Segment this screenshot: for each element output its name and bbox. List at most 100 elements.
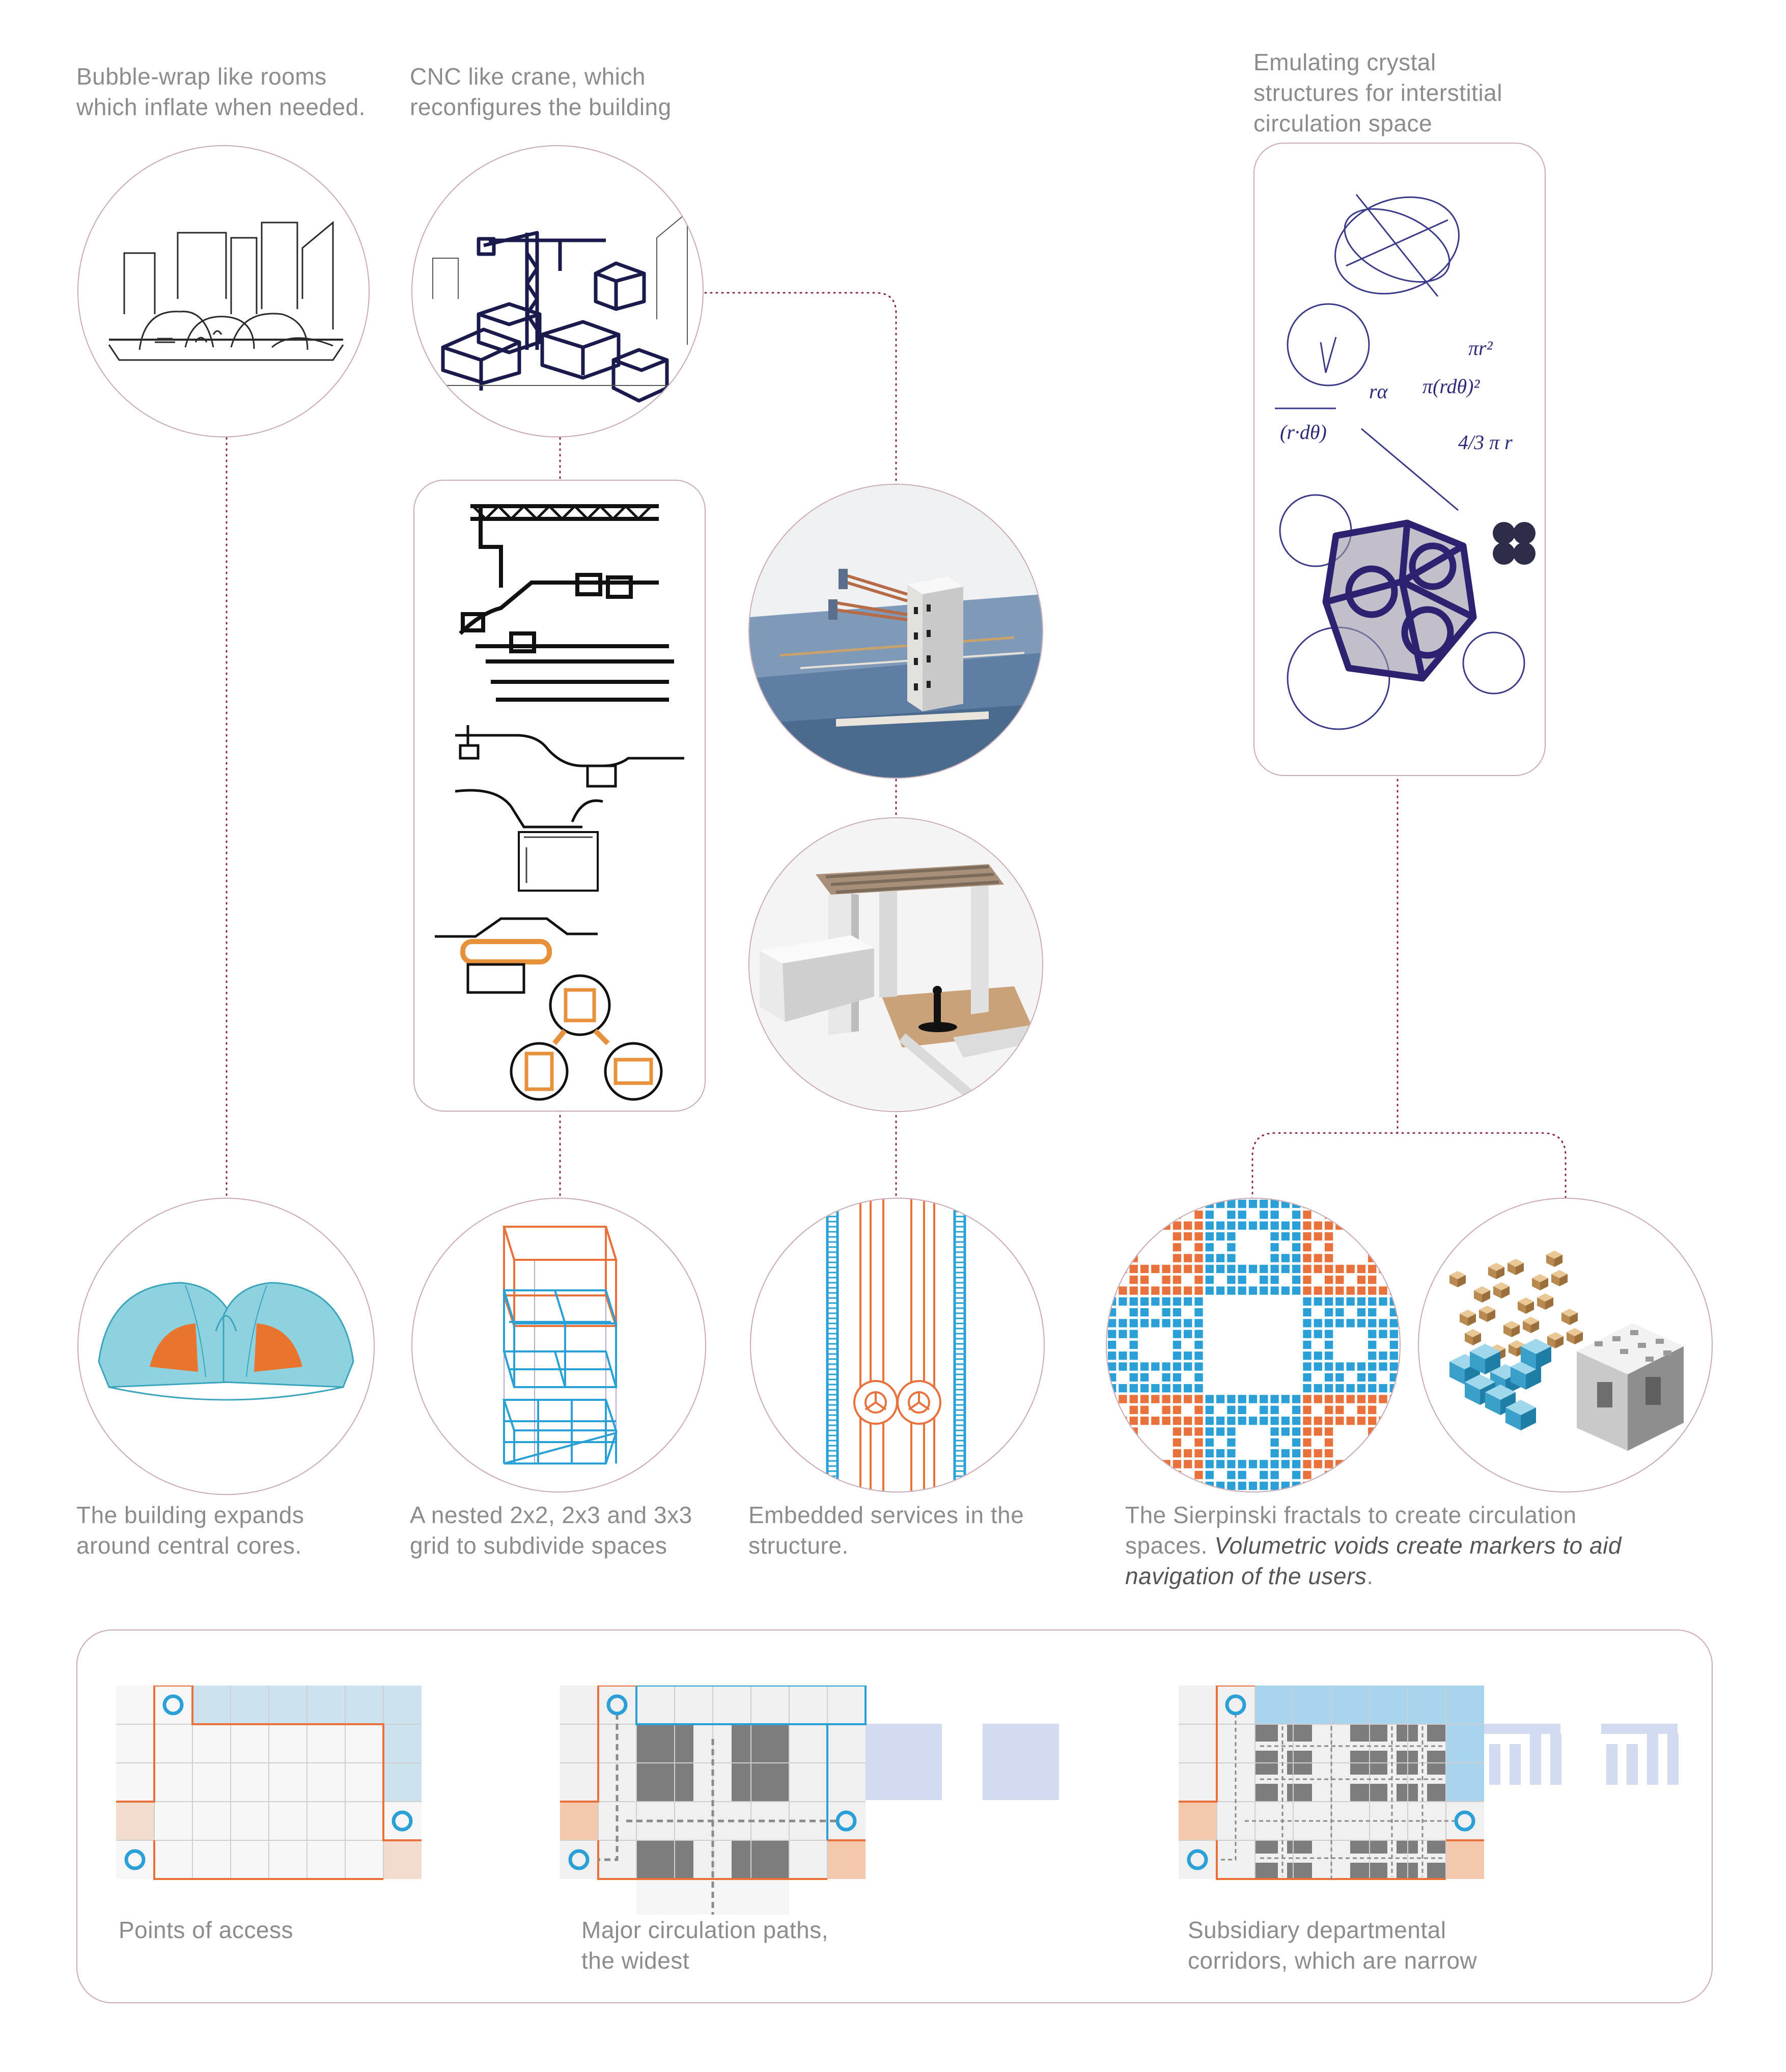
fractal-cell [1140,1210,1149,1219]
crane-detail-sketches [435,504,684,1101]
fractal-cell [1346,1221,1355,1230]
fractal-cell [1324,1373,1333,1382]
fractal-cell [1368,1351,1377,1360]
fractal-cell [1140,1362,1149,1371]
fractal-cell [1357,1276,1366,1284]
fractal-cell [1389,1471,1398,1479]
fractal-cell [1194,1264,1203,1274]
caption-line: which inflate when needed. [76,94,366,120]
fractal-cell [1162,1384,1170,1393]
fractal-cell [1238,1405,1246,1414]
cube-face [1518,1302,1526,1314]
fractal-cell [1324,1221,1333,1230]
fractal-cell [1140,1297,1149,1306]
fractal-cell [1238,1416,1246,1425]
fractal-cell [1324,1340,1333,1349]
fractal-cell [1119,1330,1127,1338]
fractal-cell [1173,1264,1182,1274]
caption-line: spaces. Volumetric voids create markers … [1125,1530,1622,1561]
fractal-cell [1346,1319,1355,1328]
fractal-cell [1140,1460,1149,1469]
fractal-cell [1173,1481,1182,1490]
svg-text:πr²: πr² [1468,337,1493,360]
fractal-cell [1205,1395,1214,1403]
fractal-cell [1335,1405,1344,1414]
fractal-cell [1389,1308,1398,1317]
fractal-cell [1140,1276,1149,1284]
caption-line: Points of access [119,1917,293,1943]
fractal-cell [1324,1405,1333,1414]
fractal-cell [1357,1264,1366,1274]
fractal-cell [1357,1395,1366,1403]
fractal-cell [1238,1471,1246,1479]
fractal-cell [1194,1416,1203,1425]
fractal-cell [1260,1416,1268,1425]
fractal-cell [1173,1232,1182,1241]
services-circle [750,1198,1045,1493]
fractal-cell [1205,1200,1214,1208]
fractal-cell [1162,1405,1170,1414]
caption-crane: CNC like crane, which reconfigures the b… [410,61,672,122]
cube-face [1546,1255,1554,1267]
fractal-cell [1184,1297,1192,1306]
cube-face [1536,1346,1551,1369]
fractal-cell [1151,1200,1160,1208]
fractal-cell [1173,1373,1182,1382]
fractal-cell [1238,1264,1246,1274]
fractal-cell [1292,1427,1301,1436]
fractal-cell [1184,1416,1192,1425]
fractal-cell [1227,1395,1236,1403]
fractal-cell [1108,1319,1117,1328]
fractal-cell [1368,1481,1377,1490]
fractal-cell [1129,1351,1138,1360]
caption-line: Major circulation paths, [581,1917,828,1943]
fractal-cell [1379,1319,1387,1328]
fractal-cell [1270,1286,1279,1295]
fractal-cell [1205,1264,1214,1274]
fractal-cell [1108,1330,1117,1338]
model-tower-photo [749,485,1042,778]
fractal-cell [1281,1264,1290,1274]
fractal-cell [1129,1308,1138,1317]
fractal-cell [1335,1276,1344,1284]
cube-face [1531,1321,1539,1333]
fractal-cell [1129,1264,1138,1274]
caption-line: grid to subdivide spaces [410,1532,667,1559]
svg-text:4/3 π r: 4/3 π r [1458,431,1513,454]
domes-circle [77,1198,375,1495]
fractal-cell [1292,1460,1301,1469]
fractal-cell [1194,1319,1203,1328]
caption-line: The Sierpinski fractals to create circul… [1125,1502,1577,1528]
fractal-cell [1346,1286,1355,1295]
fractal-cell [1303,1200,1311,1208]
cube-face [1449,1275,1458,1287]
fractal-cell [1270,1438,1279,1447]
fractal-cell [1238,1221,1246,1230]
major-circulation-diagram [560,1686,1059,1915]
fractal-cell [1173,1340,1182,1349]
fractal-cell [1194,1384,1203,1393]
fractal-cell [1260,1395,1268,1403]
cube-face [1503,1325,1512,1337]
fractal-cell [1184,1481,1192,1490]
fractal-cell [1108,1416,1117,1425]
fractal-cell [1281,1200,1290,1208]
fractal-cell [1194,1405,1203,1414]
fractal-cell [1129,1330,1138,1338]
fractal-cell [1119,1416,1127,1425]
fractal-cell [1303,1395,1311,1403]
fractal-cell [1335,1384,1344,1393]
fractal-cell [1205,1286,1214,1295]
fractal-cell [1335,1481,1344,1490]
fractal-cell [1324,1416,1333,1425]
fractal-cell [1173,1471,1182,1479]
crane-sketch-circle [411,145,704,437]
fractal-cell [1260,1200,1268,1208]
fractal-cell [1303,1416,1311,1425]
fractal-cell [1260,1481,1268,1490]
fractal-cell [1303,1471,1311,1479]
fractal-cell [1173,1427,1182,1436]
fractal-cell [1205,1416,1214,1425]
fractal-cell [1162,1286,1170,1295]
fractal-cell [1346,1362,1355,1371]
